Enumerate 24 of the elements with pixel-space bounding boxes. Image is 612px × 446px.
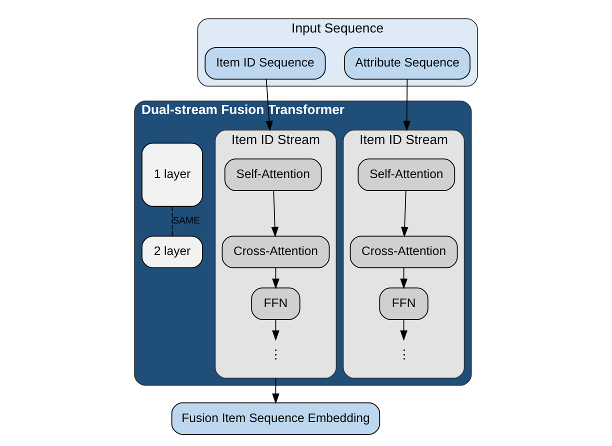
node-box: FFN [379, 287, 428, 320]
arrow [266, 78, 273, 132]
node-box: Self-Attention [358, 158, 456, 191]
node-box: Item ID Sequence [204, 47, 326, 80]
node-box: Self-Attention [224, 158, 322, 191]
node-text: ⋮ [398, 348, 410, 362]
arrow [400, 190, 408, 238]
arrow [403, 78, 411, 132]
connector [172, 206, 173, 236]
node-box: Attribute Sequence [344, 47, 470, 80]
node-text: ⋮ [270, 348, 282, 362]
node-box: 2 layer [142, 236, 203, 268]
arrow [400, 267, 408, 290]
node-box: FFN [251, 287, 300, 320]
arrow [400, 319, 408, 341]
node-box: 1 layer [142, 142, 203, 207]
arrow [272, 378, 280, 404]
edge-label: SAME [172, 216, 200, 227]
arrow [271, 190, 279, 238]
node-box: Fusion Item Sequence Embedding [171, 402, 380, 435]
node-box: Cross-Attention [222, 236, 330, 268]
arrow [272, 319, 280, 341]
arrow [272, 267, 280, 290]
node-box: Cross-Attention [350, 236, 458, 268]
